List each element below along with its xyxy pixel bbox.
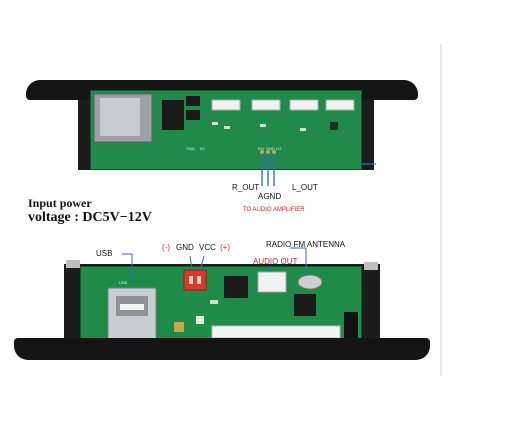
power-title: Input power — [28, 196, 92, 210]
top-silk-5v: 5V — [200, 146, 205, 151]
label-r-out: R_OUT — [232, 183, 260, 192]
top-silk-gnd-2: GND — [266, 146, 275, 151]
divider-line — [440, 44, 442, 376]
label-usb: USB — [96, 249, 113, 258]
label-vcc: VCC — [199, 243, 216, 252]
label-gnd: GND — [176, 243, 194, 252]
label-audio-out: AUDIO OUT — [253, 257, 298, 266]
top-silk-ro: RO — [258, 146, 264, 151]
label-l-out: L_OUT — [292, 183, 318, 192]
label-gnd-sign: (-) — [162, 243, 170, 252]
label-vcc-sign: (+) — [220, 243, 230, 252]
label-agnd: AGND — [258, 192, 282, 201]
power-voltage: voltage : DC5V−12V — [28, 210, 152, 225]
label-radio-fm-antenna: RADIO FM ANTENNA — [266, 240, 346, 249]
top-silk-gnd: GND — [186, 146, 195, 151]
bottom-board-bezel — [14, 338, 430, 360]
bottom-silk-usb: USB — [119, 280, 128, 285]
caption-to-audio-amplifier: TO AUDIO AMPLIFIER — [243, 207, 305, 213]
top-silk-lo: LO — [276, 146, 282, 151]
